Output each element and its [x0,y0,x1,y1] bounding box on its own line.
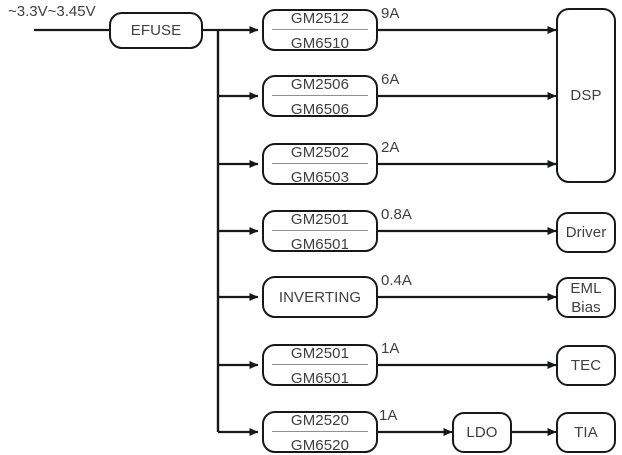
tec-label: TEC [570,357,602,374]
regulator-part-primary: GM2520 [290,411,350,429]
regulator-part-secondary: GM6520 [290,436,350,454]
block-divider [272,95,368,96]
block-divider [272,364,368,365]
current-label-3: 2A [381,139,400,156]
regulator-part-primary: GM2501 [290,344,350,362]
current-label-7: 1A [379,407,398,424]
regulator-part-secondary: GM6503 [290,168,350,186]
tia-label: TIA [574,424,598,441]
ldo-label: LDO [466,424,498,441]
current-label-6: 1A [381,340,400,357]
regulator-block-5[interactable]: INVERTING [262,276,378,318]
driver-block[interactable]: Driver [556,212,616,253]
regulator-block-4[interactable]: GM2501 GM6501 [262,210,378,253]
eml-bias-block[interactable]: EML Bias [556,277,616,318]
regulator-block-6[interactable]: GM2501 GM6501 [262,344,378,387]
regulator-part-secondary: GM6510 [290,34,350,52]
efuse-label: EFUSE [130,22,182,39]
regulator-part-primary: GM2506 [290,75,350,93]
eml-bias-label-line2: Bias [571,298,601,316]
tia-block[interactable]: TIA [556,412,616,453]
regulator-part-secondary: GM6501 [290,369,350,387]
eml-bias-label-line1: EML [570,279,602,297]
block-divider [272,431,368,432]
input-voltage-label: ~3.3V~3.45V [8,3,96,20]
regulator-part-primary: GM2512 [290,9,350,27]
regulator-block-2[interactable]: GM2506 GM6506 [262,75,378,118]
efuse-block[interactable]: EFUSE [109,12,203,49]
current-label-4: 0.8A [381,206,412,223]
current-label-5: 0.4A [381,272,412,289]
ldo-block[interactable]: LDO [452,412,512,453]
regulator-block-7[interactable]: GM2520 GM6520 [262,411,378,454]
current-label-2: 6A [381,71,400,88]
regulator-part-secondary: GM6501 [290,235,350,253]
regulator-block-3[interactable]: GM2502 GM6503 [262,143,378,186]
current-label-1: 9A [381,5,400,22]
dsp-label: DSP [570,87,602,104]
regulator-part-primary: INVERTING [278,289,362,306]
regulator-part-primary: GM2502 [290,143,350,161]
dsp-block[interactable]: DSP [556,8,616,183]
block-divider [272,230,368,231]
driver-label: Driver [565,224,607,241]
regulator-block-1[interactable]: GM2512 GM6510 [262,9,378,52]
regulator-part-primary: GM2501 [290,210,350,228]
regulator-part-secondary: GM6506 [290,100,350,118]
block-divider [272,29,368,30]
block-divider [272,163,368,164]
tec-block[interactable]: TEC [556,345,616,386]
